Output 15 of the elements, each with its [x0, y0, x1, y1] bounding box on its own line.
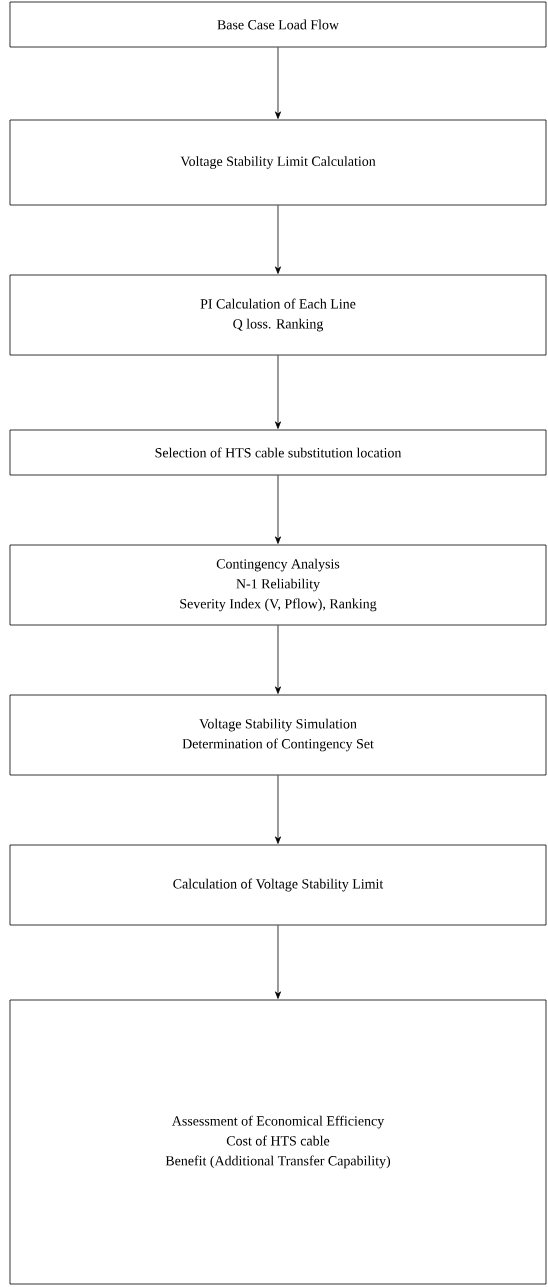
arrow	[275, 925, 281, 999]
arrow	[275, 47, 281, 119]
arrow	[275, 205, 281, 274]
arrow	[275, 355, 281, 429]
arrow	[275, 625, 281, 694]
process-box: Calculation of Voltage Stability Limit	[9, 844, 547, 926]
process-box: Voltage Stability Simulation Determination of Contingency Set	[9, 694, 547, 776]
process-box: Selection of HTS cable substitution location	[9, 429, 547, 476]
arrow	[275, 475, 281, 544]
process-box: Voltage Stability Limit Calculation	[9, 119, 547, 206]
process-box: Base Case Load Flow	[9, 1, 547, 48]
process-box: Contingency Analysis N-1 Reliability Severity Index (V, Pflow), Ranking	[9, 544, 547, 626]
arrow	[275, 775, 281, 844]
process-box: Assessment of Economical Efficiency Cost of HTS cable Benefit (Additional Transfer Capability)	[9, 999, 547, 1285]
process-box: PI Calculation of Each Line Q loss. Ranking	[9, 274, 547, 356]
